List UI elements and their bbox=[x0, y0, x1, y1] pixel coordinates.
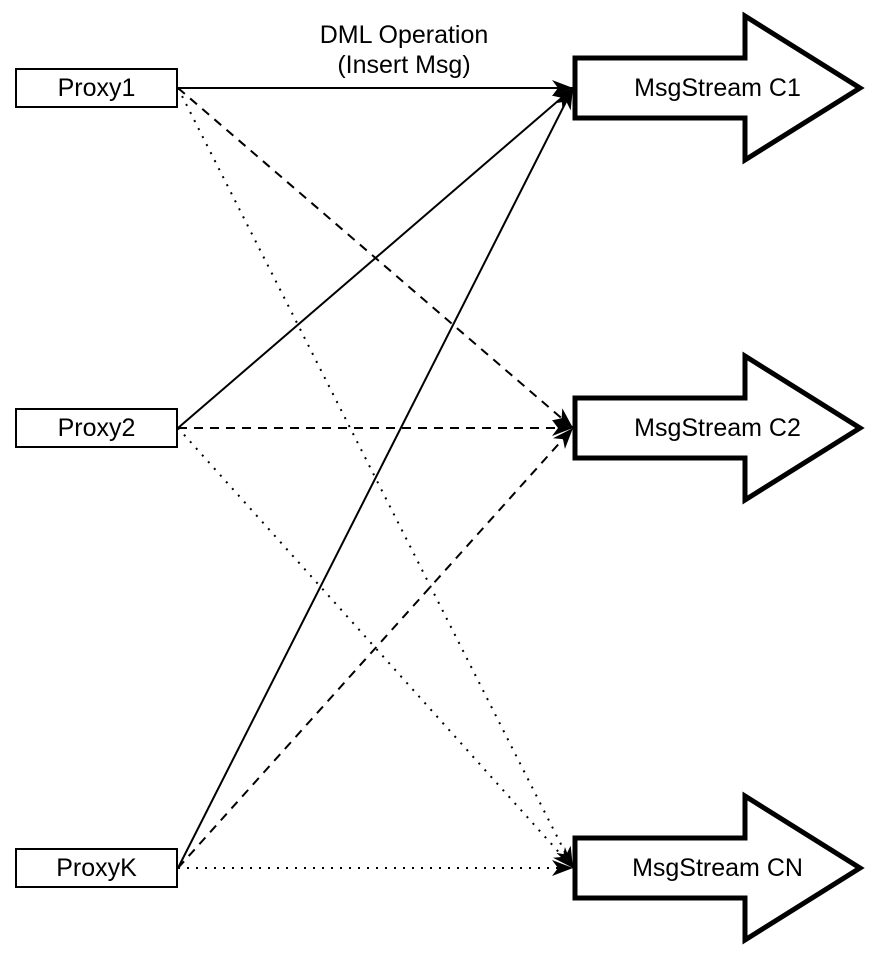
msgstream-arrow-c1 bbox=[572, 11, 865, 165]
proxy2-label: Proxy2 bbox=[57, 413, 136, 442]
diagram-title: DML Operation (Insert Msg) bbox=[254, 20, 554, 80]
edge-proxyk-c2-dashed bbox=[177, 427, 574, 869]
proxy2-node: Proxy2 bbox=[15, 408, 178, 448]
edge-proxyk-c1-solid bbox=[177, 87, 574, 869]
diagram-title-line2: (Insert Msg) bbox=[337, 51, 471, 79]
edge-proxy1-cn-dotted bbox=[177, 87, 574, 869]
proxyk-node: ProxyK bbox=[15, 848, 178, 888]
proxy1-node: Proxy1 bbox=[15, 68, 178, 108]
connection-lines bbox=[177, 80, 574, 876]
diagram-title-line1: DML Operation bbox=[319, 21, 489, 49]
proxyk-label: ProxyK bbox=[56, 853, 137, 882]
stream-arrow-shapes bbox=[572, 11, 865, 945]
edge-proxy1-c2-dashed bbox=[177, 87, 574, 429]
msgstream-arrow-c2 bbox=[572, 351, 865, 505]
msgstream-arrow-cn bbox=[572, 791, 865, 945]
proxy1-label: Proxy1 bbox=[57, 73, 136, 102]
